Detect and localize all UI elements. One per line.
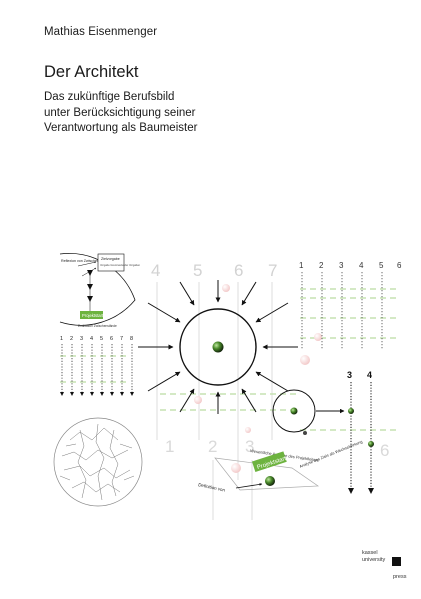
publisher-logo: kassel university press <box>362 550 406 580</box>
maze-circle <box>53 417 143 507</box>
big-numbers-bottom: 1 2 3 6 <box>165 437 389 460</box>
small-number: 6 <box>110 336 113 342</box>
book-subtitle: Das zukünftige Berufsbild unter Berücksi… <box>44 90 197 137</box>
diamond-diagram: Wesentliche Aufgabe des Projektleiters P… <box>198 431 363 493</box>
faint-green-dashes <box>60 288 400 431</box>
flow-diagram: Reflexion von Zwischenständen Zielvorgab… <box>59 253 141 328</box>
top-right-number-row: 1 2 3 4 5 6 <box>299 261 402 270</box>
column-number: 4 <box>367 370 372 380</box>
projekt-label-small: Projektstart <box>82 313 104 318</box>
small-number: 5 <box>100 336 103 342</box>
big-number: 6 <box>380 441 389 460</box>
subtitle-line-3: Verantwortung als Baumeister <box>44 122 198 134</box>
column-number: 3 <box>347 370 352 380</box>
diagram-text: Vorgabe Grenzwerte der Vorgaben <box>100 263 141 267</box>
diagram-text: Zielvorgabe <box>101 257 120 261</box>
big-number: 7 <box>268 261 277 280</box>
big-number: 2 <box>208 437 217 456</box>
publisher-line: press <box>393 574 407 580</box>
diagram-text: Evaluation Zwischenstände <box>78 324 117 328</box>
small-number: 3 <box>80 336 83 342</box>
small-number: 4 <box>90 336 93 342</box>
diagram-text: Reflexion von Zwischenständen <box>61 259 112 263</box>
faint-guide-lines <box>156 282 273 520</box>
diagram-text: Definition von <box>198 482 226 493</box>
small-number: 2 <box>319 261 324 270</box>
right-columns: 3 4 <box>347 370 374 494</box>
small-number: 1 <box>299 261 304 270</box>
small-number: 5 <box>379 261 384 270</box>
small-number: 8 <box>130 336 133 342</box>
small-number: 6 <box>397 261 402 270</box>
publisher-line: kassel <box>362 550 378 556</box>
small-number: 2 <box>70 336 73 342</box>
small-number: 1 <box>60 336 63 342</box>
big-number: 4 <box>151 261 160 280</box>
left-dotted-lines <box>61 344 133 392</box>
faint-pink-dots <box>194 284 322 473</box>
book-title: Der Architekt <box>44 63 139 81</box>
big-numbers-top: 4 5 6 7 <box>151 261 277 280</box>
subtitle-line-2: unter Berücksichtigung seiner <box>44 106 196 119</box>
big-number: 3 <box>245 437 254 456</box>
big-number: 6 <box>234 261 243 280</box>
small-number: 4 <box>359 261 364 270</box>
publisher-mark <box>392 557 401 566</box>
author-name: Mathias Eisenmenger <box>44 26 158 38</box>
top-right-dotted-lines <box>301 272 383 350</box>
left-number-row: 1 2 3 4 5 6 7 8 <box>60 336 133 342</box>
small-number: 3 <box>339 261 344 270</box>
left-arrowheads <box>60 392 134 396</box>
publisher-line: university <box>362 557 386 563</box>
diagram-text: Analyse des Ziels als Wechselwirkung <box>299 439 364 469</box>
main-circle-diagram <box>138 280 298 414</box>
big-number: 5 <box>193 261 202 280</box>
subtitle-line-1: Das zukünftige Berufsbild <box>44 91 175 103</box>
small-circle-diagram <box>272 389 345 433</box>
small-number: 7 <box>120 336 123 342</box>
big-number: 1 <box>165 437 174 456</box>
